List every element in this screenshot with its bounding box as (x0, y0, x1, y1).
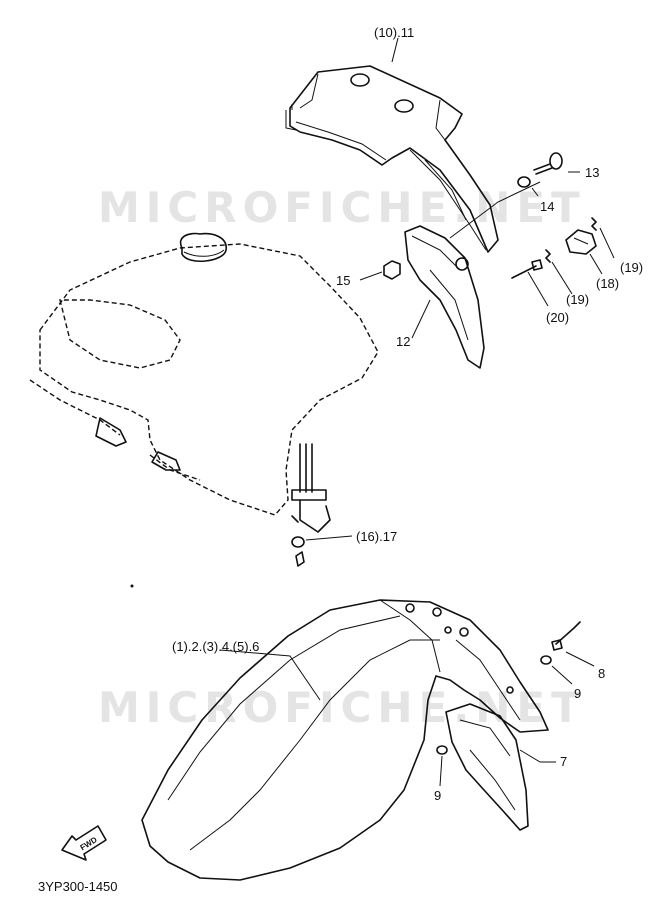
leader-lines (219, 37, 615, 787)
callout-20: (20) (546, 310, 569, 325)
mud-flap (445, 703, 529, 831)
diagram-code: 3YP300-1450 (38, 879, 118, 894)
callout-8: 8 (598, 666, 605, 681)
nut-15 (383, 260, 401, 280)
bracket-plate (404, 225, 485, 369)
callout-9a: 9 (574, 686, 581, 701)
callout-13: 13 (585, 165, 599, 180)
callout-1-6: (1).2.(3).4.(5).6 (172, 639, 259, 654)
front-fender (141, 599, 549, 881)
fuel-tank-outline (29, 232, 379, 516)
fwd-label: FWD (78, 835, 98, 852)
rivet-20 (511, 259, 543, 279)
callout-19a: (19) (620, 260, 643, 275)
callout-12: 12 (396, 334, 410, 349)
bolt-8 (551, 621, 581, 651)
washer-14 (517, 176, 531, 188)
fwd-arrow-icon: FWD (61, 825, 107, 861)
callout-15: 15 (336, 273, 350, 288)
washer-9b (436, 745, 448, 755)
screw-19a (591, 217, 597, 231)
callout-19b: (19) (566, 292, 589, 307)
screw-19b (545, 249, 551, 263)
fuel-petcock (291, 443, 331, 567)
bolt-13 (533, 152, 563, 175)
stray-dot (130, 584, 134, 588)
callout-14: 14 (540, 199, 554, 214)
callout-10-11: (10).11 (374, 25, 414, 40)
watermark-top: MICROFICHE.NET (98, 183, 586, 232)
callout-9b: 9 (434, 788, 441, 803)
rear-fender-bracket (285, 65, 499, 253)
reflector-18 (565, 229, 597, 255)
callout-18: (18) (596, 276, 619, 291)
washer-9a (540, 655, 552, 665)
callout-16-17: (16).17 (356, 529, 397, 544)
callout-7: 7 (560, 754, 567, 769)
